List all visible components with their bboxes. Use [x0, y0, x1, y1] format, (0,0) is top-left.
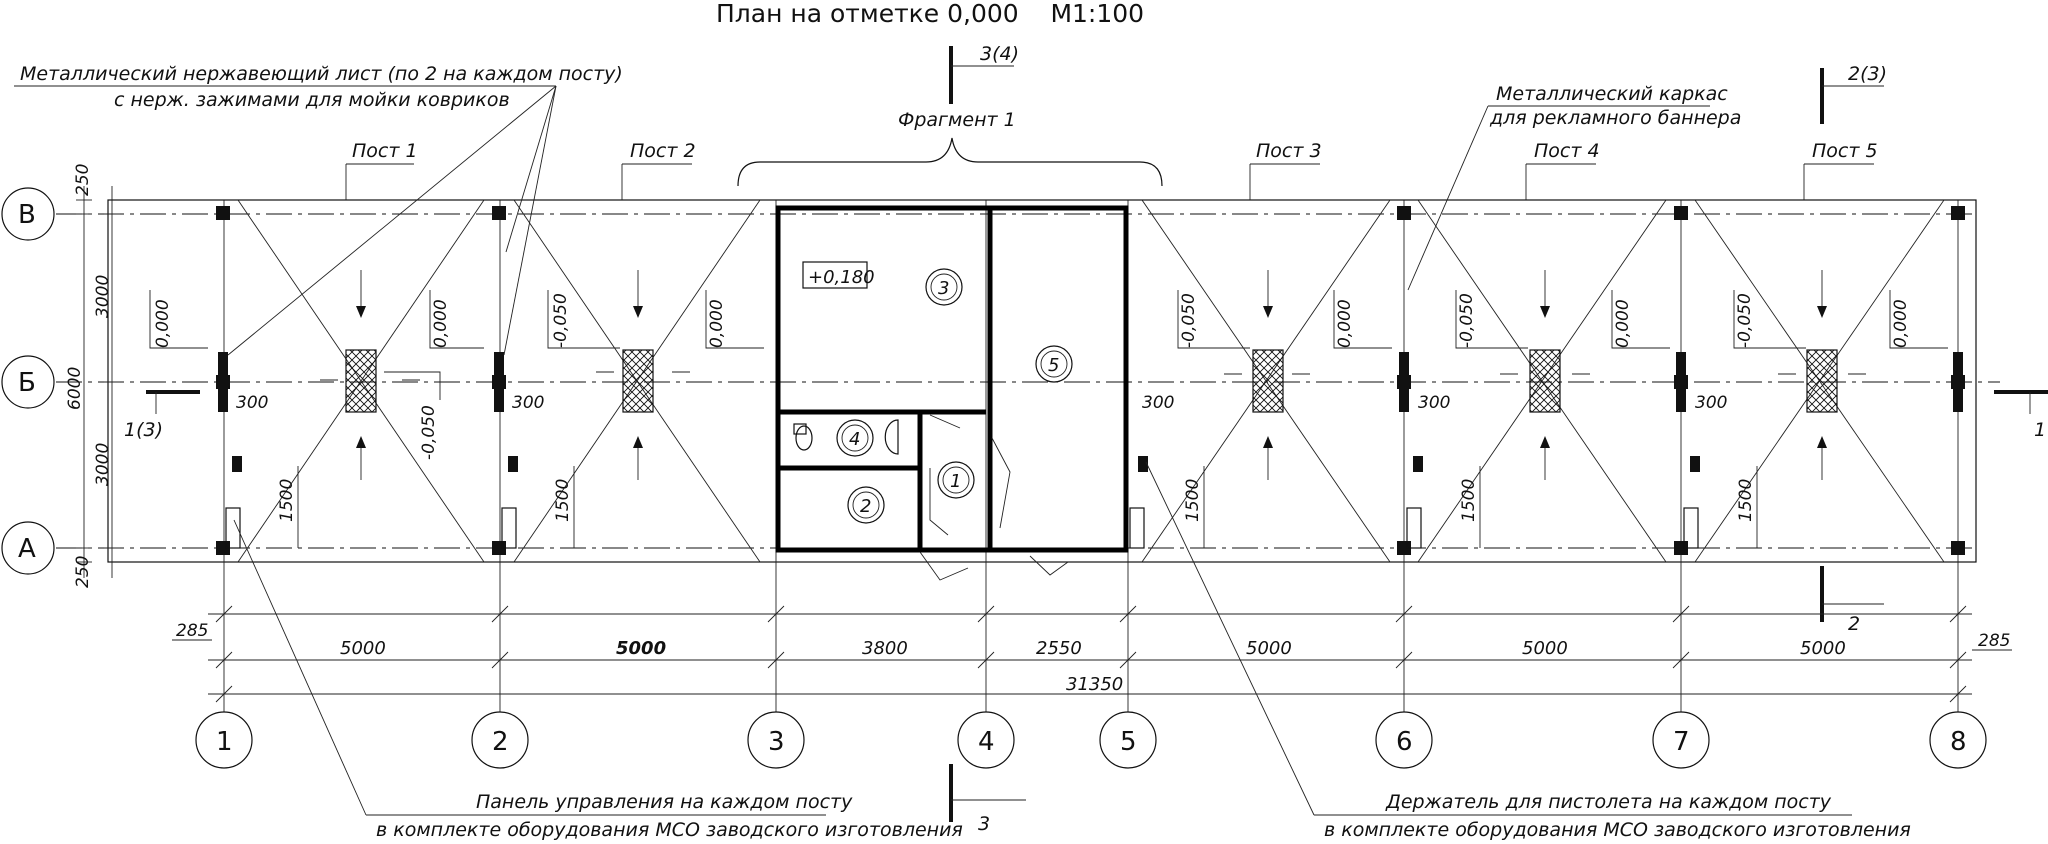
slope-0-bay1: 0,000 — [153, 299, 173, 348]
bottom-dimension-chains: 5000 5000 3800 2550 5000 5000 5000 31350… — [172, 605, 2012, 703]
dim-1500-3: 1500 — [1183, 479, 1203, 522]
slope-0-bay2: 0,000 — [431, 299, 451, 348]
left-dimension-chain: 250 3000 6000 3000 250 — [65, 164, 120, 588]
service-block-walls: +0,180 — [775, 205, 1129, 581]
vertical-axis-bubbles: 1 2 3 4 5 6 7 8 — [195, 711, 1987, 769]
callout-control-panel-line2: в комплекте оборудования МСО заводского … — [376, 819, 963, 841]
horizontal-axis-bubbles: В Б А — [1, 187, 55, 575]
post-2-label: Пост 2 — [630, 140, 696, 162]
wash-bay-3 — [1141, 199, 1391, 563]
slope-marks: 0,000 0,000 -0,050 -0,050 0,000 -0,050 0… — [149, 290, 1948, 460]
callout-metal-sheet-line1: Металлический нержавеющий лист (по 2 на … — [20, 63, 623, 85]
axis-bubble-b: Б — [18, 368, 36, 398]
wash-bay-5 — [1694, 199, 1945, 563]
axis-bubble-8: 8 — [1950, 727, 1967, 757]
dim-300-3: 300 — [1142, 393, 1174, 413]
slope-050-bay4: -0,050 — [1457, 293, 1477, 348]
fragment-1-label: Фрагмент 1 — [898, 109, 1016, 131]
room-5-number: 5 — [1048, 355, 1059, 376]
drawing-title: План на отметке 0,000 М1:100 — [716, 0, 1144, 28]
axis-bubble-4: 4 — [978, 727, 995, 757]
slope-0-bay4: 0,000 — [1613, 299, 1633, 348]
level-mark: +0,180 — [808, 267, 875, 288]
room-4-number: 4 — [849, 429, 860, 450]
dim-1500-5: 1500 — [1736, 479, 1756, 522]
axis-bubble-3: 3 — [768, 727, 785, 757]
axis-bubble-6: 6 — [1396, 727, 1413, 757]
axis-bubble-2: 2 — [492, 727, 509, 757]
slope-050-bay1: -0,050 — [419, 405, 439, 460]
callout-gun-holder-line1: Держатель для пистолета на каждом посту — [1385, 791, 1832, 813]
slope-0-service: 0,000 — [707, 299, 727, 348]
dim-300-1: 300 — [236, 393, 268, 413]
dim-300-4: 300 — [1418, 393, 1450, 413]
dim-left-3000-top: 3000 — [93, 275, 113, 318]
room-2-number: 2 — [860, 496, 871, 517]
fragment-1-brace: Фрагмент 1 — [737, 109, 1163, 187]
room-1-number: 1 — [950, 471, 961, 492]
post-4-label: Пост 4 — [1534, 140, 1600, 162]
axis-bubble-7: 7 — [1673, 727, 1690, 757]
slope-050-bay2: -0,050 — [551, 293, 571, 348]
slope-050-bay3: -0,050 — [1179, 293, 1199, 348]
dim-left-6000: 6000 — [65, 367, 85, 410]
dim-bay-1: 5000 — [340, 638, 386, 659]
wash-bay-2 — [513, 199, 761, 563]
columns — [216, 206, 1965, 555]
callout-control-panel-line1: Панель управления на каждом посту — [476, 791, 853, 813]
dim-left-3000-bottom: 3000 — [93, 443, 113, 486]
dim-bay-7: 5000 — [1800, 638, 1846, 659]
room-markers: 3 5 4 1 2 — [836, 268, 1073, 524]
slope-0-bay3: 0,000 — [1335, 299, 1355, 348]
slope-0-bay5: 0,000 — [1891, 299, 1911, 348]
dim-overall: 31350 — [1066, 674, 1123, 695]
callout-metal-frame-line2: для рекламного баннера — [1489, 107, 1741, 129]
section-1-right-label: 1 — [2034, 419, 2046, 441]
dim-1500-1: 1500 — [277, 479, 297, 522]
dim-bay-3: 3800 — [862, 638, 908, 659]
dim-bay-2: 5000 — [616, 638, 666, 659]
section-2-top-label: 2(3) — [1848, 63, 1887, 85]
post-3-label: Пост 3 — [1256, 140, 1322, 162]
callout-metal-frame-line1: Металлический каркас — [1496, 83, 1728, 105]
dim-bay-5: 5000 — [1246, 638, 1292, 659]
axis-bubble-v: В — [18, 200, 36, 230]
dim-1500-4: 1500 — [1459, 479, 1479, 522]
section-3-bottom-label: 3 — [978, 813, 990, 835]
small-dimensions: 300 300 300 300 300 1500 1500 1500 1500 … — [236, 393, 1758, 548]
post-1-label: Пост 1 — [352, 140, 418, 162]
dim-1500-2: 1500 — [553, 479, 573, 522]
axis-bubble-a: А — [18, 534, 36, 564]
wash-bay-1 — [237, 199, 485, 563]
slope-050-bay5: -0,050 — [1735, 293, 1755, 348]
level-mark-box — [802, 261, 868, 289]
dim-bay-6: 5000 — [1522, 638, 1568, 659]
dim-left-250-top: 250 — [73, 164, 93, 196]
dim-300-2: 300 — [512, 393, 544, 413]
section-2-bottom-label: 2 — [1848, 613, 1860, 635]
dim-edge-right: 285 — [1978, 631, 2010, 651]
room-3-number: 3 — [938, 278, 949, 299]
axis-bubble-1: 1 — [216, 727, 233, 757]
callout-metal-sheet: Металлический нержавеющий лист (по 2 на … — [14, 63, 623, 356]
dim-300-5: 300 — [1695, 393, 1727, 413]
dim-left-250-bottom: 250 — [73, 556, 93, 588]
post-5-label: Пост 5 — [1812, 140, 1878, 162]
dim-bay-4: 2550 — [1036, 638, 1082, 659]
callout-gun-holder: Держатель для пистолета на каждом посту … — [1145, 461, 1911, 841]
section-1-left-label: 1(3) — [124, 419, 163, 441]
section-3-top-label: 3(4) — [980, 43, 1019, 65]
axis-bubble-5: 5 — [1120, 727, 1137, 757]
callout-gun-holder-line2: в комплекте оборудования МСО заводского … — [1324, 819, 1911, 841]
section-markers: 3(4) 3 2(3) 2 1(3) 1 — [124, 43, 2048, 835]
post-labels: Пост 1 Пост 2 Пост 3 Пост 4 Пост 5 — [345, 140, 1878, 200]
building-outline — [107, 199, 1977, 563]
callout-metal-frame: Металлический каркас для рекламного банн… — [1407, 83, 1741, 291]
wash-bay-4 — [1417, 199, 1667, 563]
callout-metal-sheet-line2: с нерж. зажимами для мойки ковриков — [114, 89, 510, 111]
dim-edge-left: 285 — [176, 621, 208, 641]
callout-control-panel: Панель управления на каждом посту в комп… — [233, 519, 963, 841]
